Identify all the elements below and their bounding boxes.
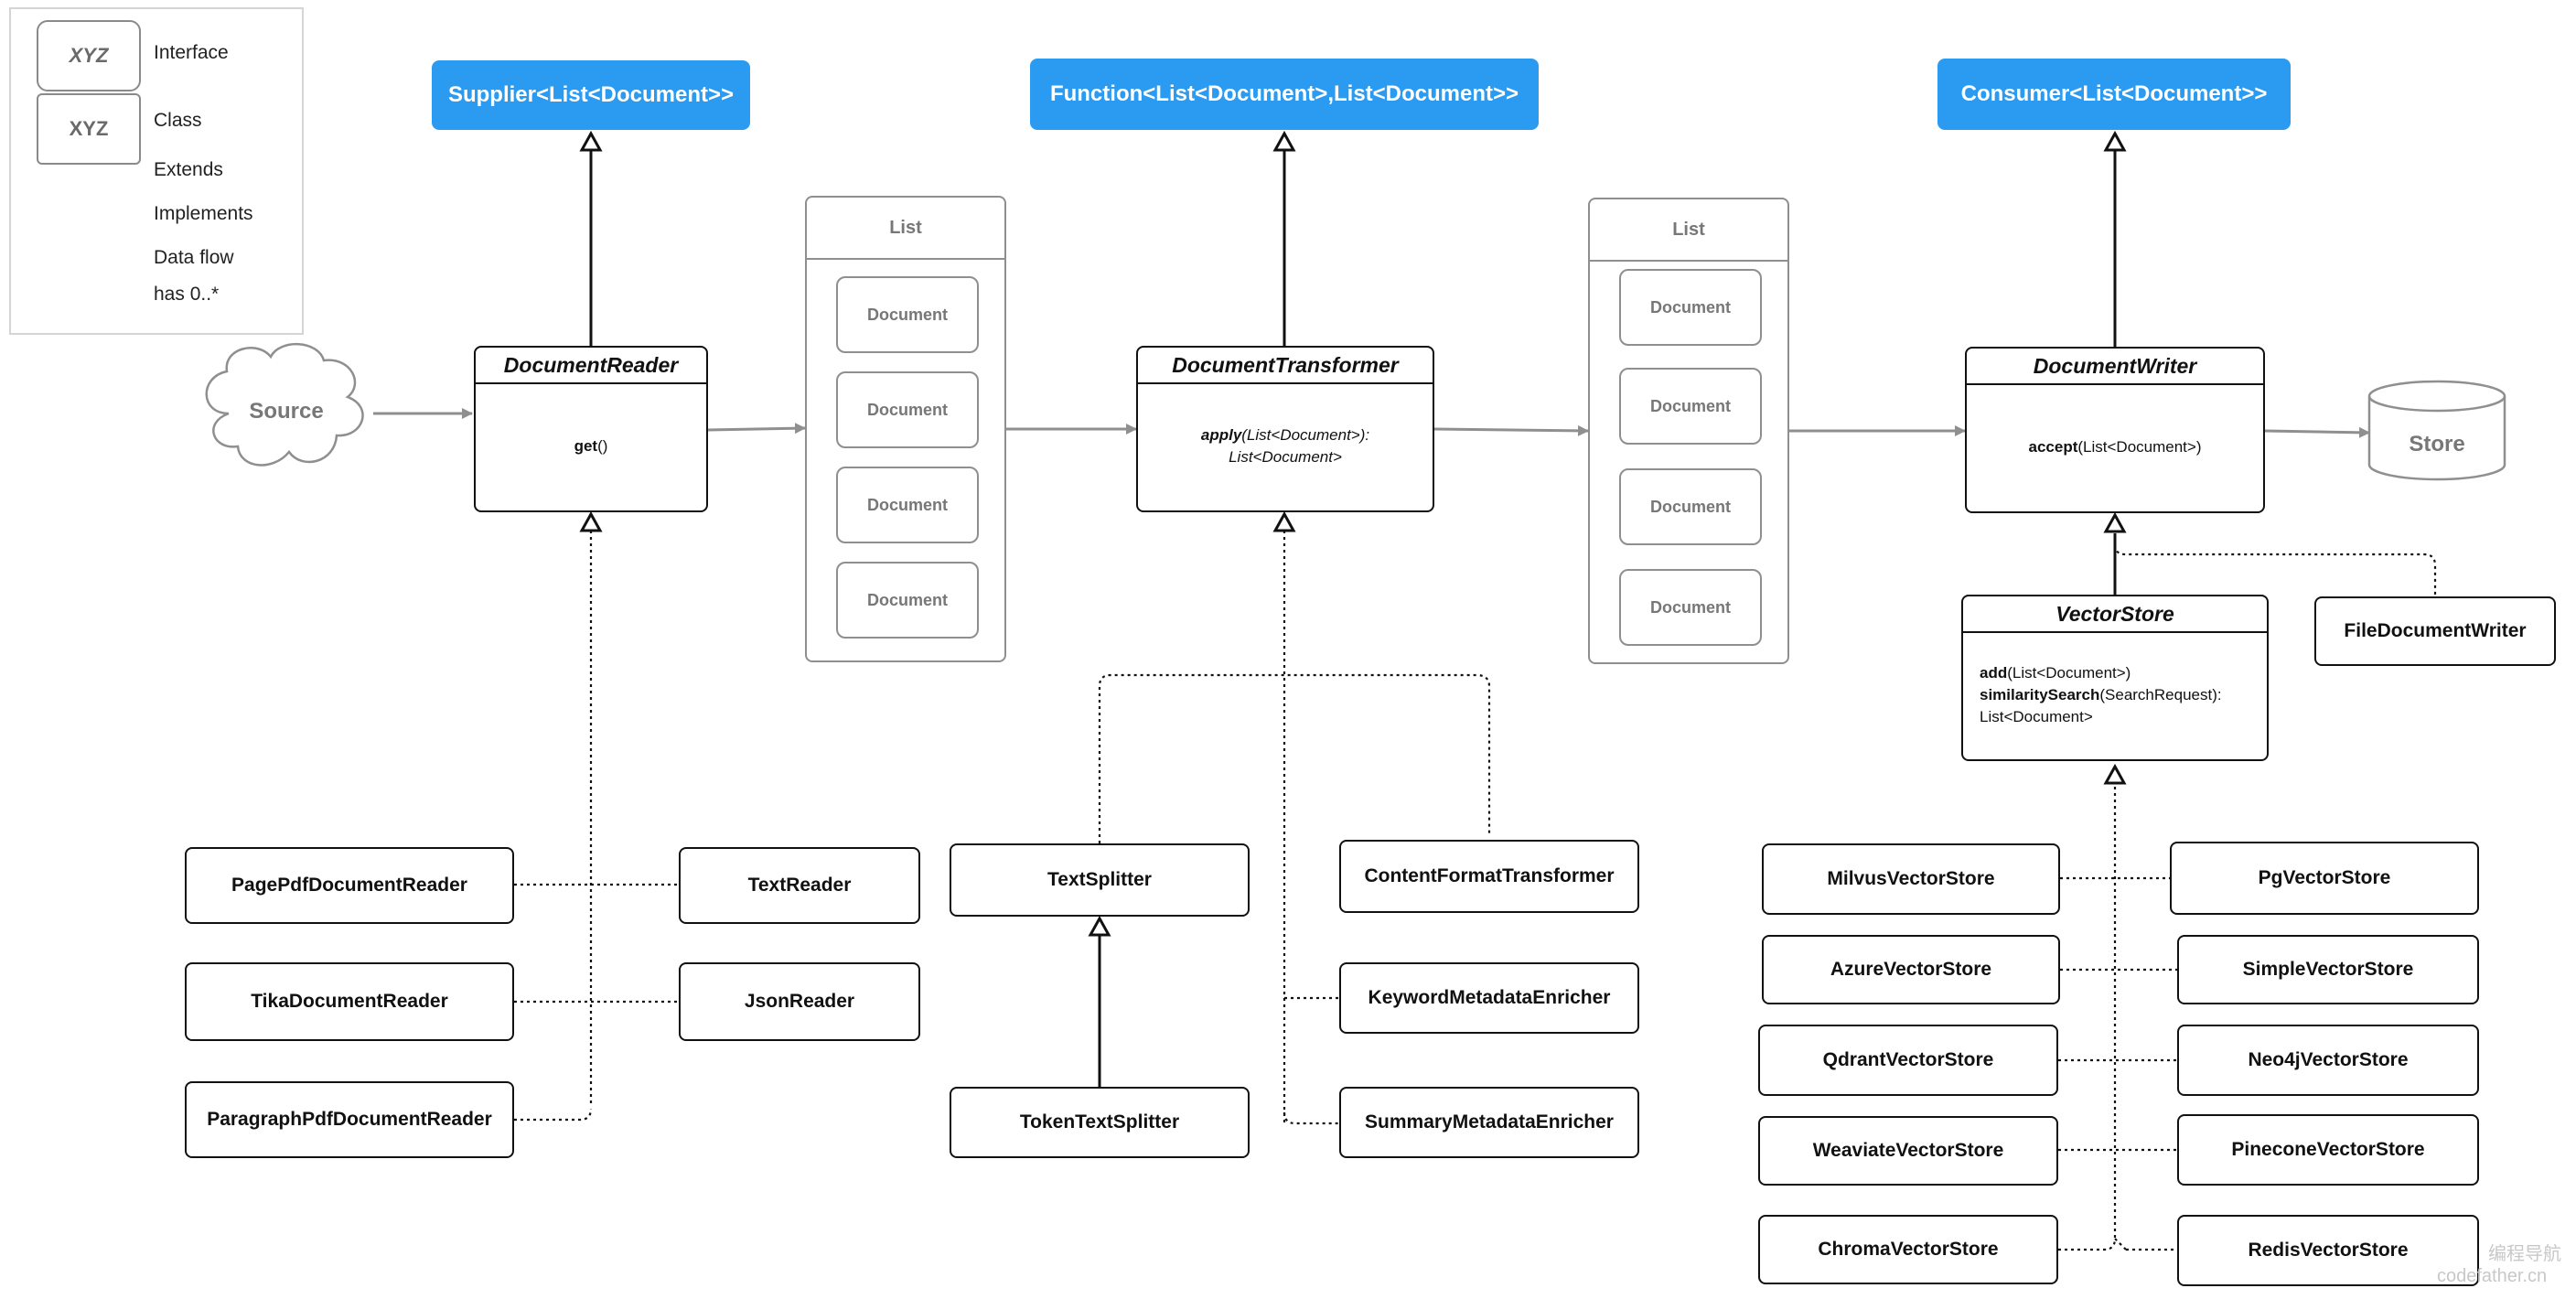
flow-reader-to-list — [707, 423, 806, 435]
summary-metadata-enricher: SummaryMetadataEnricher — [1339, 1087, 1639, 1158]
list-1-document: Document — [836, 467, 979, 543]
source-label: Source — [249, 399, 324, 424]
pg-vector-store: PgVectorStore — [2170, 842, 2479, 915]
transformer-method-returns: List<Document> — [1229, 448, 1342, 466]
json-reader: JsonReader — [679, 962, 920, 1041]
file-document-writer: FileDocumentWriter — [2314, 596, 2556, 666]
writer-method-params: (List<Document>) — [2077, 438, 2202, 456]
extends-head-supplier — [579, 130, 603, 152]
extends-head-writer — [2103, 511, 2127, 533]
list-2-document: Document — [1619, 569, 1762, 646]
transformer-method-name: apply — [1200, 426, 1242, 445]
document-reader-class: DocumentReader get() — [474, 346, 708, 512]
watermark-cn: 编程导航 — [2488, 1244, 2561, 1264]
vector-store-methods: add(List<Document>) similaritySearch(Sea… — [1963, 633, 2267, 757]
paragraph-pdf-document-reader: ParagraphPdfDocumentReader — [185, 1081, 514, 1158]
vs-search-method: similaritySearch — [1980, 686, 2100, 704]
document-writer-title: DocumentWriter — [1967, 349, 2263, 385]
milvus-vector-store: MilvusVectorStore — [1762, 843, 2060, 915]
page-pdf-document-reader: PagePdfDocumentReader — [185, 847, 514, 924]
weaviate-vector-store: WeaviateVectorStore — [1758, 1116, 2058, 1186]
document-transformer-methods: apply(List<Document>): List<Document> — [1138, 384, 1433, 509]
implements-head-reader — [579, 510, 603, 532]
legend-class-icon: XYZ — [37, 93, 141, 165]
pinecone-vector-store: PineconeVectorStore — [2177, 1114, 2479, 1186]
legend-dataflow-label: Data flow — [154, 247, 234, 268]
vector-store-title: VectorStore — [1963, 596, 2267, 633]
chroma-vector-store: ChromaVectorStore — [1758, 1215, 2058, 1284]
qdrant-vector-store: QdrantVectorStore — [1758, 1025, 2058, 1096]
token-text-splitter: TokenTextSplitter — [950, 1087, 1250, 1158]
list-1-document: Document — [836, 371, 979, 448]
store-label: Store — [2409, 432, 2465, 456]
list-2-document: Document — [1619, 368, 1762, 445]
list-1-document: Document — [836, 562, 979, 639]
source-cloud — [205, 343, 364, 467]
simple-vector-store: SimpleVectorStore — [2177, 935, 2479, 1004]
list-2-document: Document — [1619, 269, 1762, 346]
flow-transformer-to-list — [1433, 424, 1589, 436]
tika-document-reader: TikaDocumentReader — [185, 962, 514, 1041]
legend-class-label: Class — [154, 110, 202, 131]
writer-method-name: accept — [2028, 438, 2078, 456]
neo4j-vector-store: Neo4jVectorStore — [2177, 1025, 2479, 1096]
legend-implements-label: Implements — [154, 203, 253, 224]
legend-interface-icon: XYZ — [37, 20, 141, 91]
extends-head-consumer — [2103, 130, 2127, 152]
legend-extends-label: Extends — [154, 159, 223, 180]
legend: XYZ Interface XYZ Class Extends Implemen… — [9, 7, 304, 335]
consumer-interface: Consumer<List<Document>> — [1937, 59, 2291, 130]
text-reader: TextReader — [679, 847, 920, 924]
store-cylinder — [2367, 380, 2506, 481]
vector-store-class: VectorStore add(List<Document>) similari… — [1961, 595, 2269, 761]
redis-vector-store: RedisVectorStore — [2177, 1215, 2479, 1286]
document-reader-title: DocumentReader — [476, 348, 706, 384]
vs-search-returns: List<Document> — [1980, 707, 2093, 725]
extends-head-function — [1272, 130, 1296, 152]
vs-add-method: add — [1980, 664, 2008, 682]
reader-method-params: () — [597, 437, 608, 456]
list-1-title: List — [807, 198, 1004, 260]
document-writer-methods: accept(List<Document>) — [1967, 385, 2263, 510]
vs-search-params: (SearchRequest): — [2099, 686, 2222, 704]
legend-has-label: has 0..* — [154, 284, 220, 305]
legend-interface-label: Interface — [154, 42, 229, 63]
implements-head-transformer — [1272, 510, 1296, 532]
document-list-1: List Document Document Document Document — [805, 196, 1006, 662]
implements-head-vectorstore — [2103, 763, 2127, 785]
transformer-method-params: (List<Document>): — [1241, 426, 1370, 445]
document-transformer-title: DocumentTransformer — [1138, 348, 1433, 384]
flow-writer-to-store — [2264, 426, 2370, 438]
keyword-metadata-enricher: KeywordMetadataEnricher — [1339, 962, 1639, 1034]
document-writer-class: DocumentWriter accept(List<Document>) — [1965, 347, 2265, 513]
supplier-interface: Supplier<List<Document>> — [432, 60, 750, 130]
azure-vector-store: AzureVectorStore — [1762, 935, 2060, 1004]
document-transformer-class: DocumentTransformer apply(List<Document>… — [1136, 346, 1434, 512]
list-2-document: Document — [1619, 468, 1762, 545]
text-splitter: TextSplitter — [950, 843, 1250, 917]
document-reader-methods: get() — [476, 384, 706, 509]
content-format-transformer: ContentFormatTransformer — [1339, 840, 1639, 913]
extends-head-text-splitter — [1088, 915, 1111, 937]
document-list-2: List Document Document Document Document — [1588, 198, 1789, 664]
vs-add-params: (List<Document>) — [2007, 664, 2131, 682]
function-interface: Function<List<Document>,List<Document>> — [1030, 59, 1539, 130]
watermark-url: codefather.cn — [2437, 1266, 2548, 1286]
list-1-document: Document — [836, 276, 979, 353]
reader-method-name: get — [574, 437, 598, 456]
list-2-title: List — [1590, 199, 1787, 262]
